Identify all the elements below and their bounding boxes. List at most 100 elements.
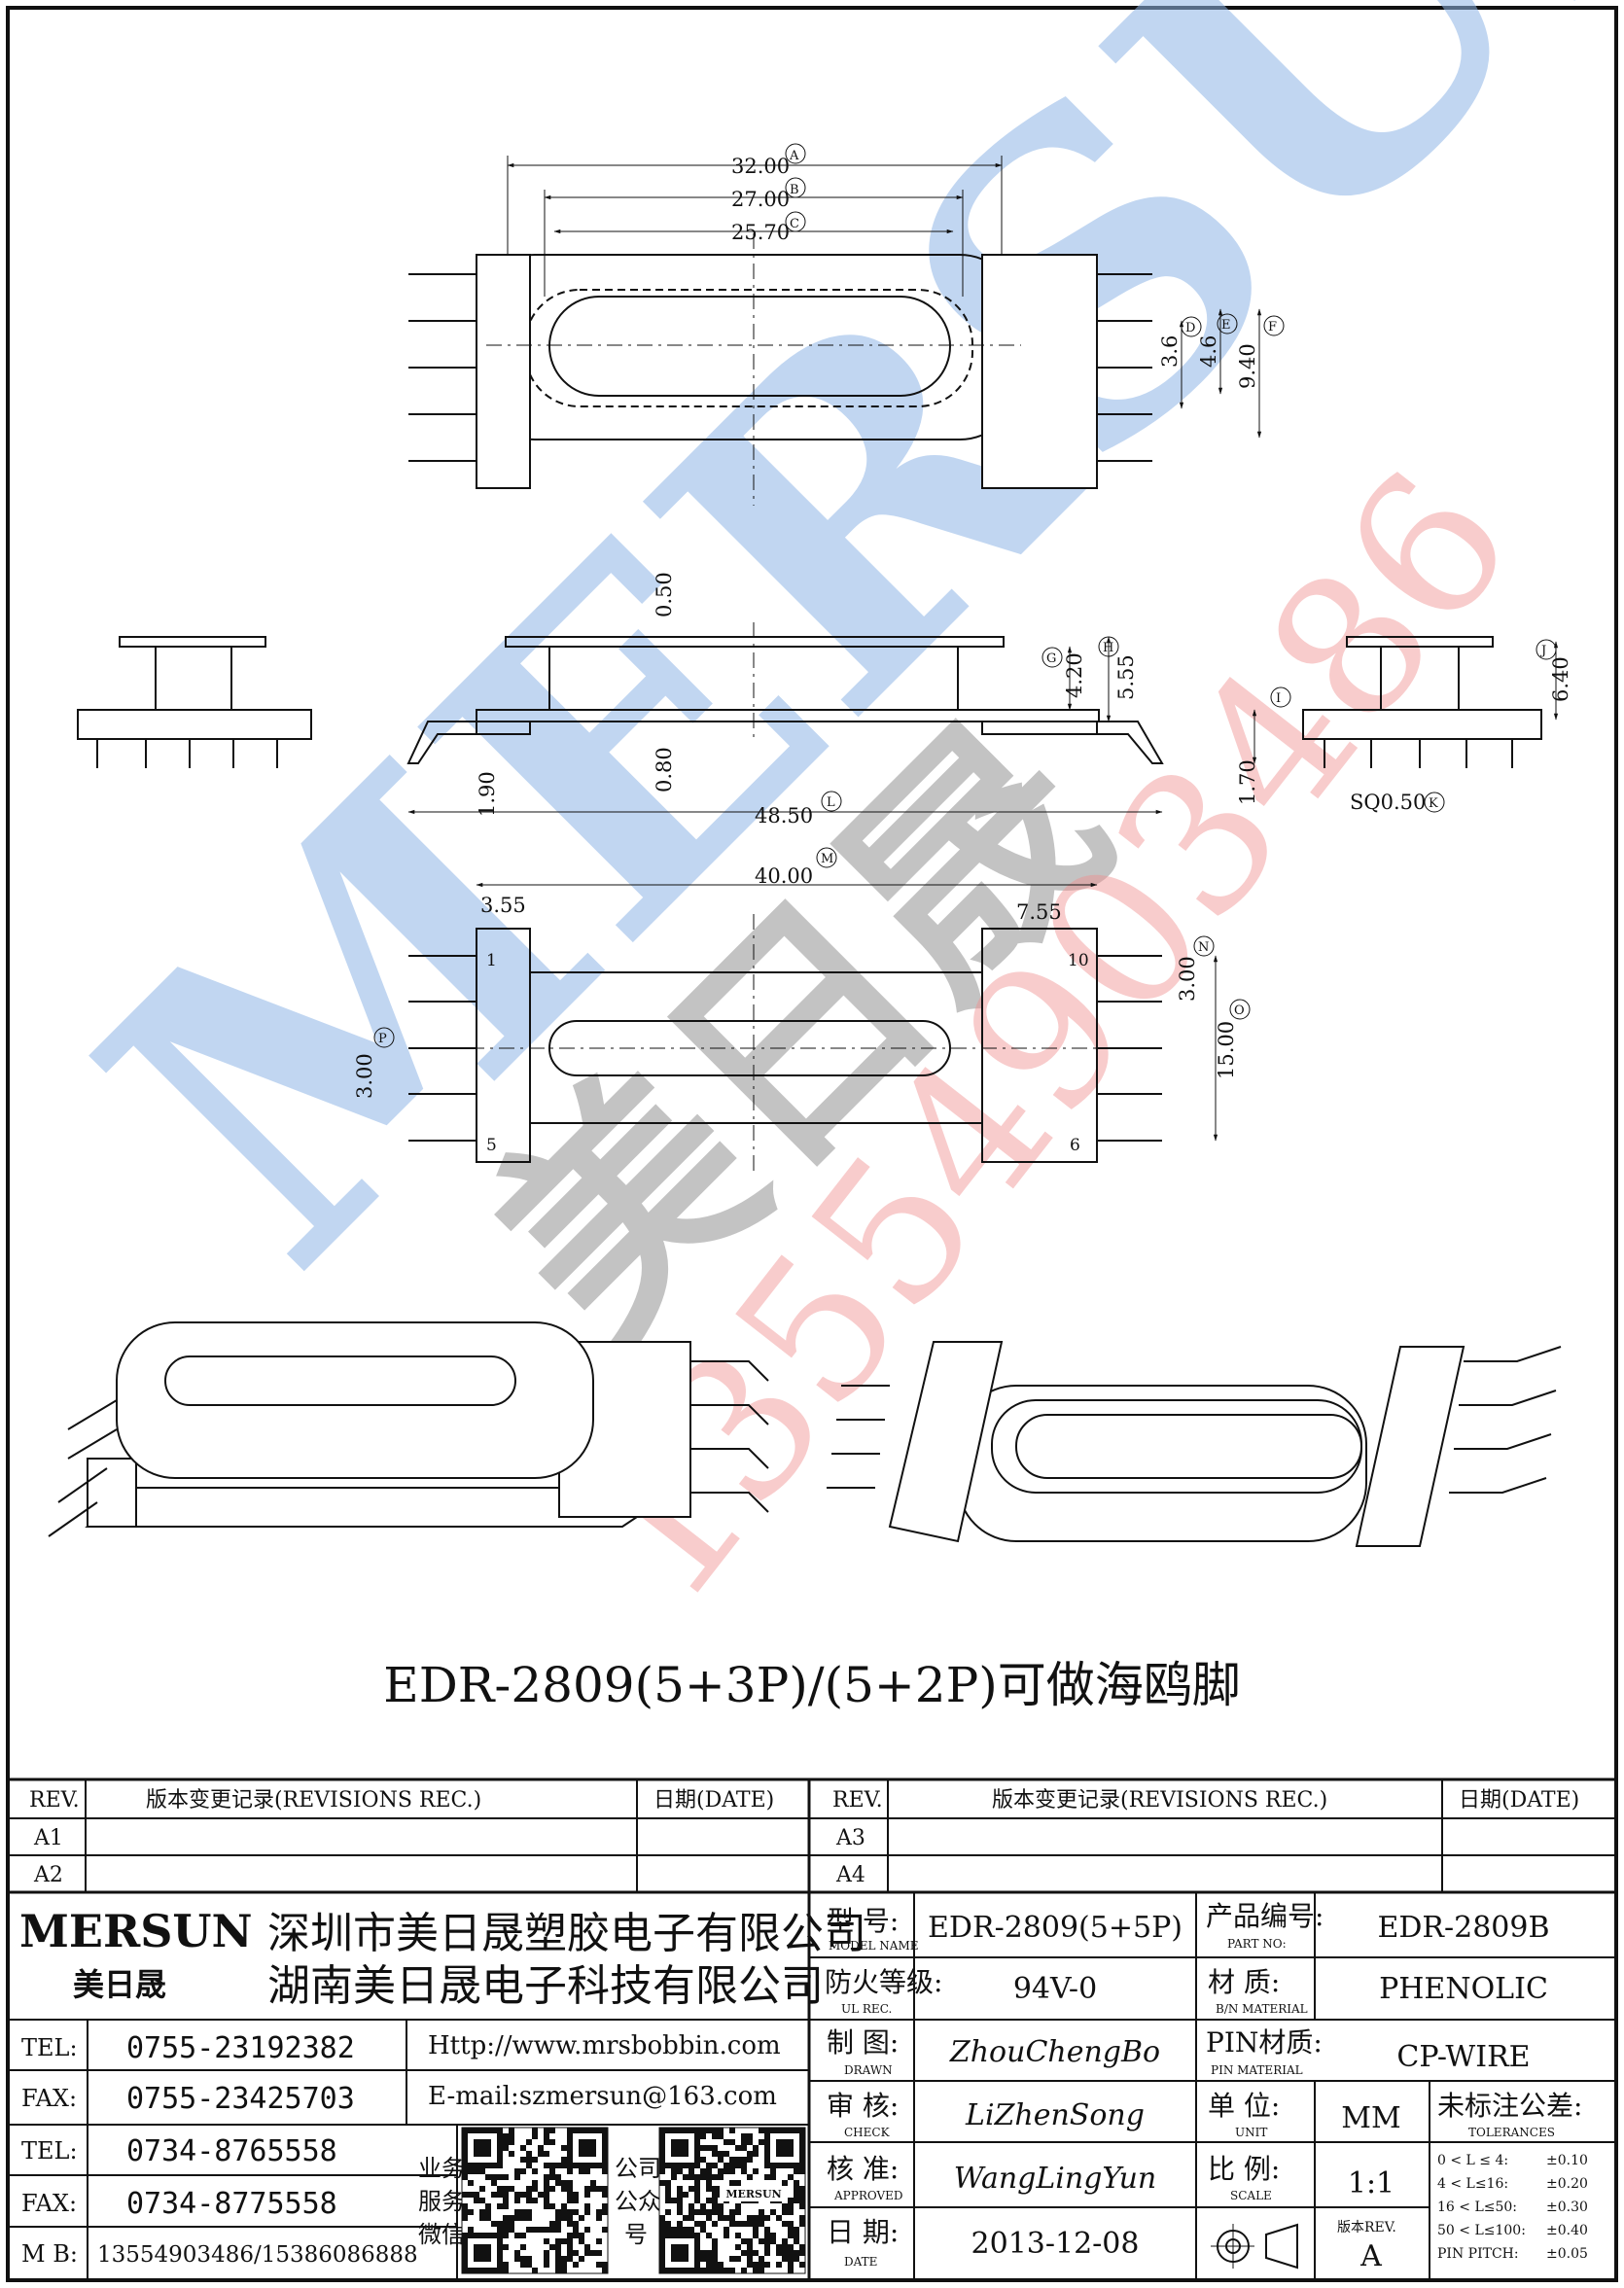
mark-i: I xyxy=(1276,691,1281,706)
mark-d: D xyxy=(1185,321,1195,335)
sheet-border xyxy=(6,6,1618,2282)
dim-d: 3.6 xyxy=(1158,335,1182,368)
dim-sq: SQ0.50 xyxy=(1350,791,1426,814)
qr-code-sales xyxy=(461,2127,609,2274)
mark-o: O xyxy=(1234,1003,1245,1018)
pin-material-label-en: PIN MATERIAL xyxy=(1211,2063,1303,2077)
tolerance-range: 16 < L≤50: xyxy=(1437,2200,1517,2215)
mark-p: P xyxy=(378,1032,387,1046)
mark-l: L xyxy=(827,795,835,810)
pin-10: 10 xyxy=(1068,951,1089,970)
side-view-labels: 0.50 0.80 1.90 48.50 L 4.20 G 5.55 H 6.4… xyxy=(476,572,1572,827)
dim-170: 1.70 xyxy=(1236,759,1259,805)
top-view-labels: 32.00 A 27.00 B 25.70 C 3.6 D 4.6 E 9.40… xyxy=(731,143,1285,389)
tolerance-value: ±0.05 xyxy=(1546,2246,1588,2262)
revision-label: 版本REV. xyxy=(1337,2220,1396,2235)
fax2-value: 0734-8775558 xyxy=(126,2187,337,2221)
ul-label: 防火等级: xyxy=(825,1966,942,1998)
tolerance-value: ±0.20 xyxy=(1546,2176,1588,2192)
dim-b: 27.00 xyxy=(731,188,790,211)
dim-a: 32.00 xyxy=(731,155,790,178)
isometric-right xyxy=(827,1341,1562,1547)
company-name-2: 湖南美日晟电子科技有限公司 xyxy=(267,1961,824,2011)
material-value: PHENOLIC xyxy=(1379,1972,1548,2006)
rev-rec-header: 版本变更记录(REVISIONS REC.) xyxy=(146,1788,481,1813)
dim-300a: 3.00 xyxy=(1176,956,1199,1002)
tolerance-value: ±0.30 xyxy=(1546,2200,1588,2215)
dim-420: 4.20 xyxy=(1063,652,1086,698)
tel2-label: TEL: xyxy=(21,2137,78,2165)
rev-row-a1: A1 xyxy=(33,1826,63,1850)
tolerance-range: 50 < L≤100: xyxy=(1437,2223,1526,2238)
mark-h: H xyxy=(1103,641,1113,655)
qr2-label-1: 公司 xyxy=(615,2155,661,2182)
drawn-label: 制 图: xyxy=(827,2026,899,2059)
dim-4000: 40.00 xyxy=(755,864,813,888)
pin-material-label: PIN材质: xyxy=(1206,2026,1323,2059)
mark-n: N xyxy=(1198,940,1209,955)
check-value: LiZhenSong xyxy=(965,2098,1145,2132)
tolerance-value: ±0.40 xyxy=(1546,2223,1588,2238)
mark-b: B xyxy=(790,183,799,197)
rev-date-header-right: 日期(DATE) xyxy=(1459,1788,1579,1813)
tolerance-range: 0 < L ≤ 4: xyxy=(1437,2153,1508,2168)
dim-300b: 3.00 xyxy=(353,1053,376,1099)
unit-label: 单 位: xyxy=(1208,2090,1280,2122)
drawn-value: ZhouChengBo xyxy=(949,2035,1160,2069)
date-label: 日 期: xyxy=(827,2216,899,2248)
approved-value: WangLingYun xyxy=(954,2162,1157,2196)
model-value: EDR-2809(5+5P) xyxy=(928,1911,1183,1945)
company-block: MERSUN 美日晟 深圳市美日晟塑胶电子有限公司 湖南美日晟电子科技有限公司 … xyxy=(19,1905,866,2268)
model-label-en: MODEL NAME xyxy=(829,1939,919,1953)
fax2-label: FAX: xyxy=(21,2190,77,2217)
rev-header-right: REV. xyxy=(832,1788,883,1813)
fax1-value: 0755-23425703 xyxy=(126,2082,355,2116)
side-view xyxy=(77,622,1559,815)
tolerance-range: 4 < L≤16: xyxy=(1437,2176,1508,2192)
tolerance-range: PIN PITCH: xyxy=(1437,2246,1519,2262)
mark-a: A xyxy=(789,149,799,163)
dim-190: 1.90 xyxy=(476,771,499,817)
material-label: 材 质: xyxy=(1208,1966,1280,1998)
tolerance-label: 未标注公差: xyxy=(1437,2090,1582,2122)
revision-value: A xyxy=(1359,2239,1382,2273)
part-label: 产品编号: xyxy=(1206,1900,1324,1932)
dim-1500: 15.00 xyxy=(1215,1021,1238,1079)
rev-row-a3: A3 xyxy=(835,1826,865,1850)
unit-label-en: UNIT xyxy=(1235,2126,1267,2139)
rev-row-a2: A2 xyxy=(33,1863,63,1887)
dim-555: 5.55 xyxy=(1114,654,1138,700)
mark-f: F xyxy=(1268,320,1277,334)
qr-code-public xyxy=(658,2127,806,2274)
tel2-value: 0734-8765558 xyxy=(126,2134,337,2168)
pin-5: 5 xyxy=(486,1136,497,1155)
web-link: Http://www.mrsbobbin.com xyxy=(428,2031,781,2060)
approved-label: 核 准: xyxy=(827,2153,899,2185)
mb-label: M B: xyxy=(21,2240,78,2268)
dim-755: 7.55 xyxy=(1016,900,1062,924)
email-link: E-mail:szmersun@163.com xyxy=(428,2082,777,2111)
qr1-label-3: 微信 xyxy=(418,2221,465,2248)
ul-label-en: UL REC. xyxy=(841,2002,892,2016)
revision-table-right: REV. 版本变更记录(REVISIONS REC.) 日期(DATE) A3 … xyxy=(832,1788,1579,1887)
unit-value: MM xyxy=(1341,2101,1400,2135)
part-label-en: PART NO: xyxy=(1227,1937,1287,1951)
approved-label-en: APPROVED xyxy=(833,2189,903,2202)
mark-m: M xyxy=(821,852,833,866)
qr1-label-2: 服务 xyxy=(418,2188,465,2215)
mark-e: E xyxy=(1221,318,1231,333)
qr1-label-1: 业务 xyxy=(418,2155,465,2182)
company-logo: MERSUN xyxy=(19,1905,253,1957)
company-logo-cn: 美日晟 xyxy=(73,1966,166,2003)
check-label-en: CHECK xyxy=(844,2126,891,2139)
mark-k: K xyxy=(1429,796,1438,811)
qr2-label-2: 公众 xyxy=(615,2188,661,2215)
dim-050: 0.50 xyxy=(653,572,676,617)
pin-6: 6 xyxy=(1070,1136,1080,1155)
tel1-label: TEL: xyxy=(21,2034,78,2061)
pin-material-value: CP-WIRE xyxy=(1396,2040,1530,2074)
material-label-en: B/N MATERIAL xyxy=(1216,2002,1308,2016)
scale-value: 1:1 xyxy=(1348,2166,1395,2200)
